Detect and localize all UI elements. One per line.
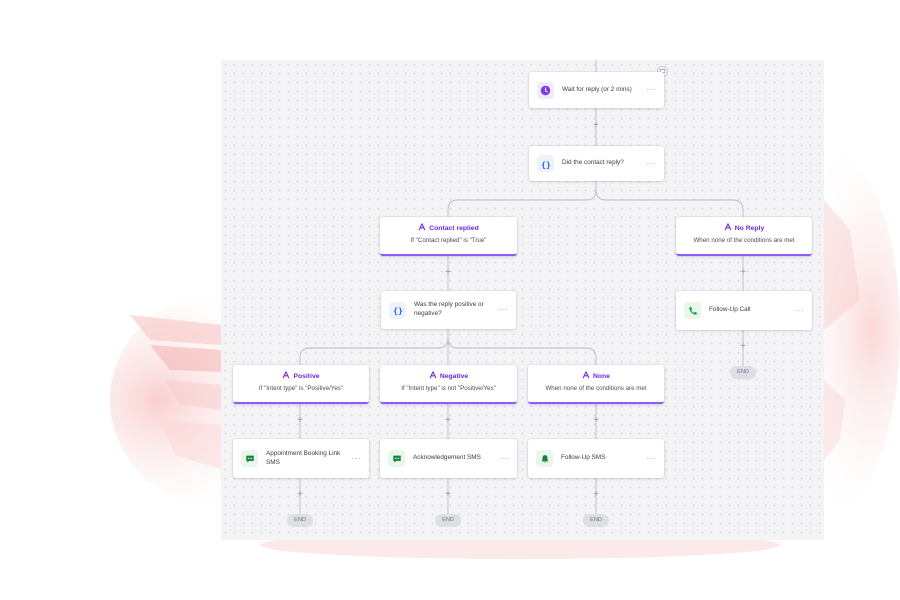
did-contact-reply-node[interactable]: {} Did the contact reply? ··· — [529, 146, 664, 181]
phone-icon — [684, 302, 701, 319]
branch-title: No Reply — [734, 224, 765, 232]
add-step-button[interactable]: + — [297, 489, 303, 500]
acknowledgement-sms-node[interactable]: Acknowledgement SMS ··· — [380, 439, 517, 478]
braces-icon: {} — [389, 301, 406, 319]
add-step-button[interactable]: + — [445, 267, 451, 278]
svg-text:{}: {} — [540, 159, 550, 169]
branch-condition: If "Contact replied" is "True" — [410, 237, 487, 244]
branch-condition: When none of the conditions are met — [693, 237, 795, 244]
wait-for-reply-node[interactable]: Wait for reply (or 2 mins) ··· — [529, 72, 664, 108]
add-step-button[interactable]: + — [445, 415, 451, 426]
add-step-button[interactable]: + — [593, 489, 599, 500]
more-options-button[interactable]: ··· — [646, 85, 656, 94]
branch-none[interactable]: None When none of the conditions are met — [528, 365, 664, 404]
branch-title: None — [593, 372, 610, 380]
node-label: Was the reply positive or negative? — [414, 301, 484, 317]
sms-icon — [388, 450, 405, 467]
sms-icon — [241, 450, 258, 467]
connector-lines — [299, 60, 744, 514]
node-label: Acknowledgement SMS — [413, 454, 481, 462]
add-step-button[interactable]: + — [593, 120, 599, 131]
more-options-button[interactable]: ··· — [646, 453, 656, 463]
node-label: Did the contact reply? — [562, 159, 624, 167]
branch-condition: When none of the conditions are met — [545, 385, 647, 392]
end-marker: END — [730, 365, 756, 379]
reply-sentiment-node[interactable]: {} Was the reply positive or negative? ·… — [381, 291, 516, 329]
braces-icon: {} — [537, 155, 554, 172]
clock-icon — [537, 81, 554, 99]
branch-positive[interactable]: Positive If "Intent type" is "Positive/Y… — [233, 365, 369, 404]
svg-text:{}: {} — [392, 305, 402, 315]
branch-icon — [429, 371, 437, 381]
follow-up-sms-node[interactable]: Follow-Up SMS ··· — [528, 439, 664, 478]
node-label: Follow-Up Call — [709, 306, 751, 314]
branch-negative[interactable]: Negative If "Intent type" is not "Positi… — [380, 365, 517, 404]
branch-icon — [582, 371, 590, 381]
add-step-button[interactable]: + — [593, 415, 599, 426]
add-step-button[interactable]: + — [740, 341, 746, 352]
branch-icon — [418, 223, 426, 233]
branch-title: Contact replied — [429, 224, 479, 232]
node-label: Follow-Up SMS — [561, 454, 606, 462]
follow-up-call-node[interactable]: Follow-Up Call ··· — [676, 291, 812, 330]
branch-title: Negative — [439, 372, 469, 380]
more-options-button[interactable]: ··· — [498, 305, 508, 314]
add-step-button[interactable]: + — [445, 489, 451, 500]
branch-condition: If "Intent type" is "Positive/Yes" — [258, 385, 344, 392]
add-step-button[interactable]: + — [740, 267, 746, 278]
end-marker: END — [287, 513, 313, 527]
branch-no-reply[interactable]: No Reply When none of the conditions are… — [676, 217, 812, 256]
appointment-sms-node[interactable]: Appointment Booking Link SMS ··· — [233, 439, 369, 478]
workflow-canvas[interactable]: Wait for reply (or 2 mins) ··· + {} Did … — [221, 60, 824, 540]
branch-title: Positive — [293, 372, 320, 380]
node-label: Wait for reply (or 2 mins) — [562, 85, 632, 93]
branch-icon — [282, 371, 290, 381]
more-options-button[interactable]: ··· — [794, 305, 804, 315]
more-options-button[interactable]: ··· — [499, 453, 509, 463]
branch-contact-replied[interactable]: Contact replied If "Contact replied" is … — [380, 217, 517, 256]
bell-icon — [536, 450, 553, 467]
more-options-button[interactable]: ··· — [646, 158, 656, 168]
end-marker: END — [435, 513, 461, 527]
branch-icon — [724, 223, 732, 233]
node-label: Appointment Booking Link SMS — [266, 449, 341, 466]
branch-condition: If "Intent type" is not "Positive/Yes" — [401, 385, 496, 392]
more-options-button[interactable]: ··· — [351, 453, 361, 463]
add-step-button[interactable]: + — [297, 415, 303, 426]
end-marker: END — [583, 513, 609, 527]
